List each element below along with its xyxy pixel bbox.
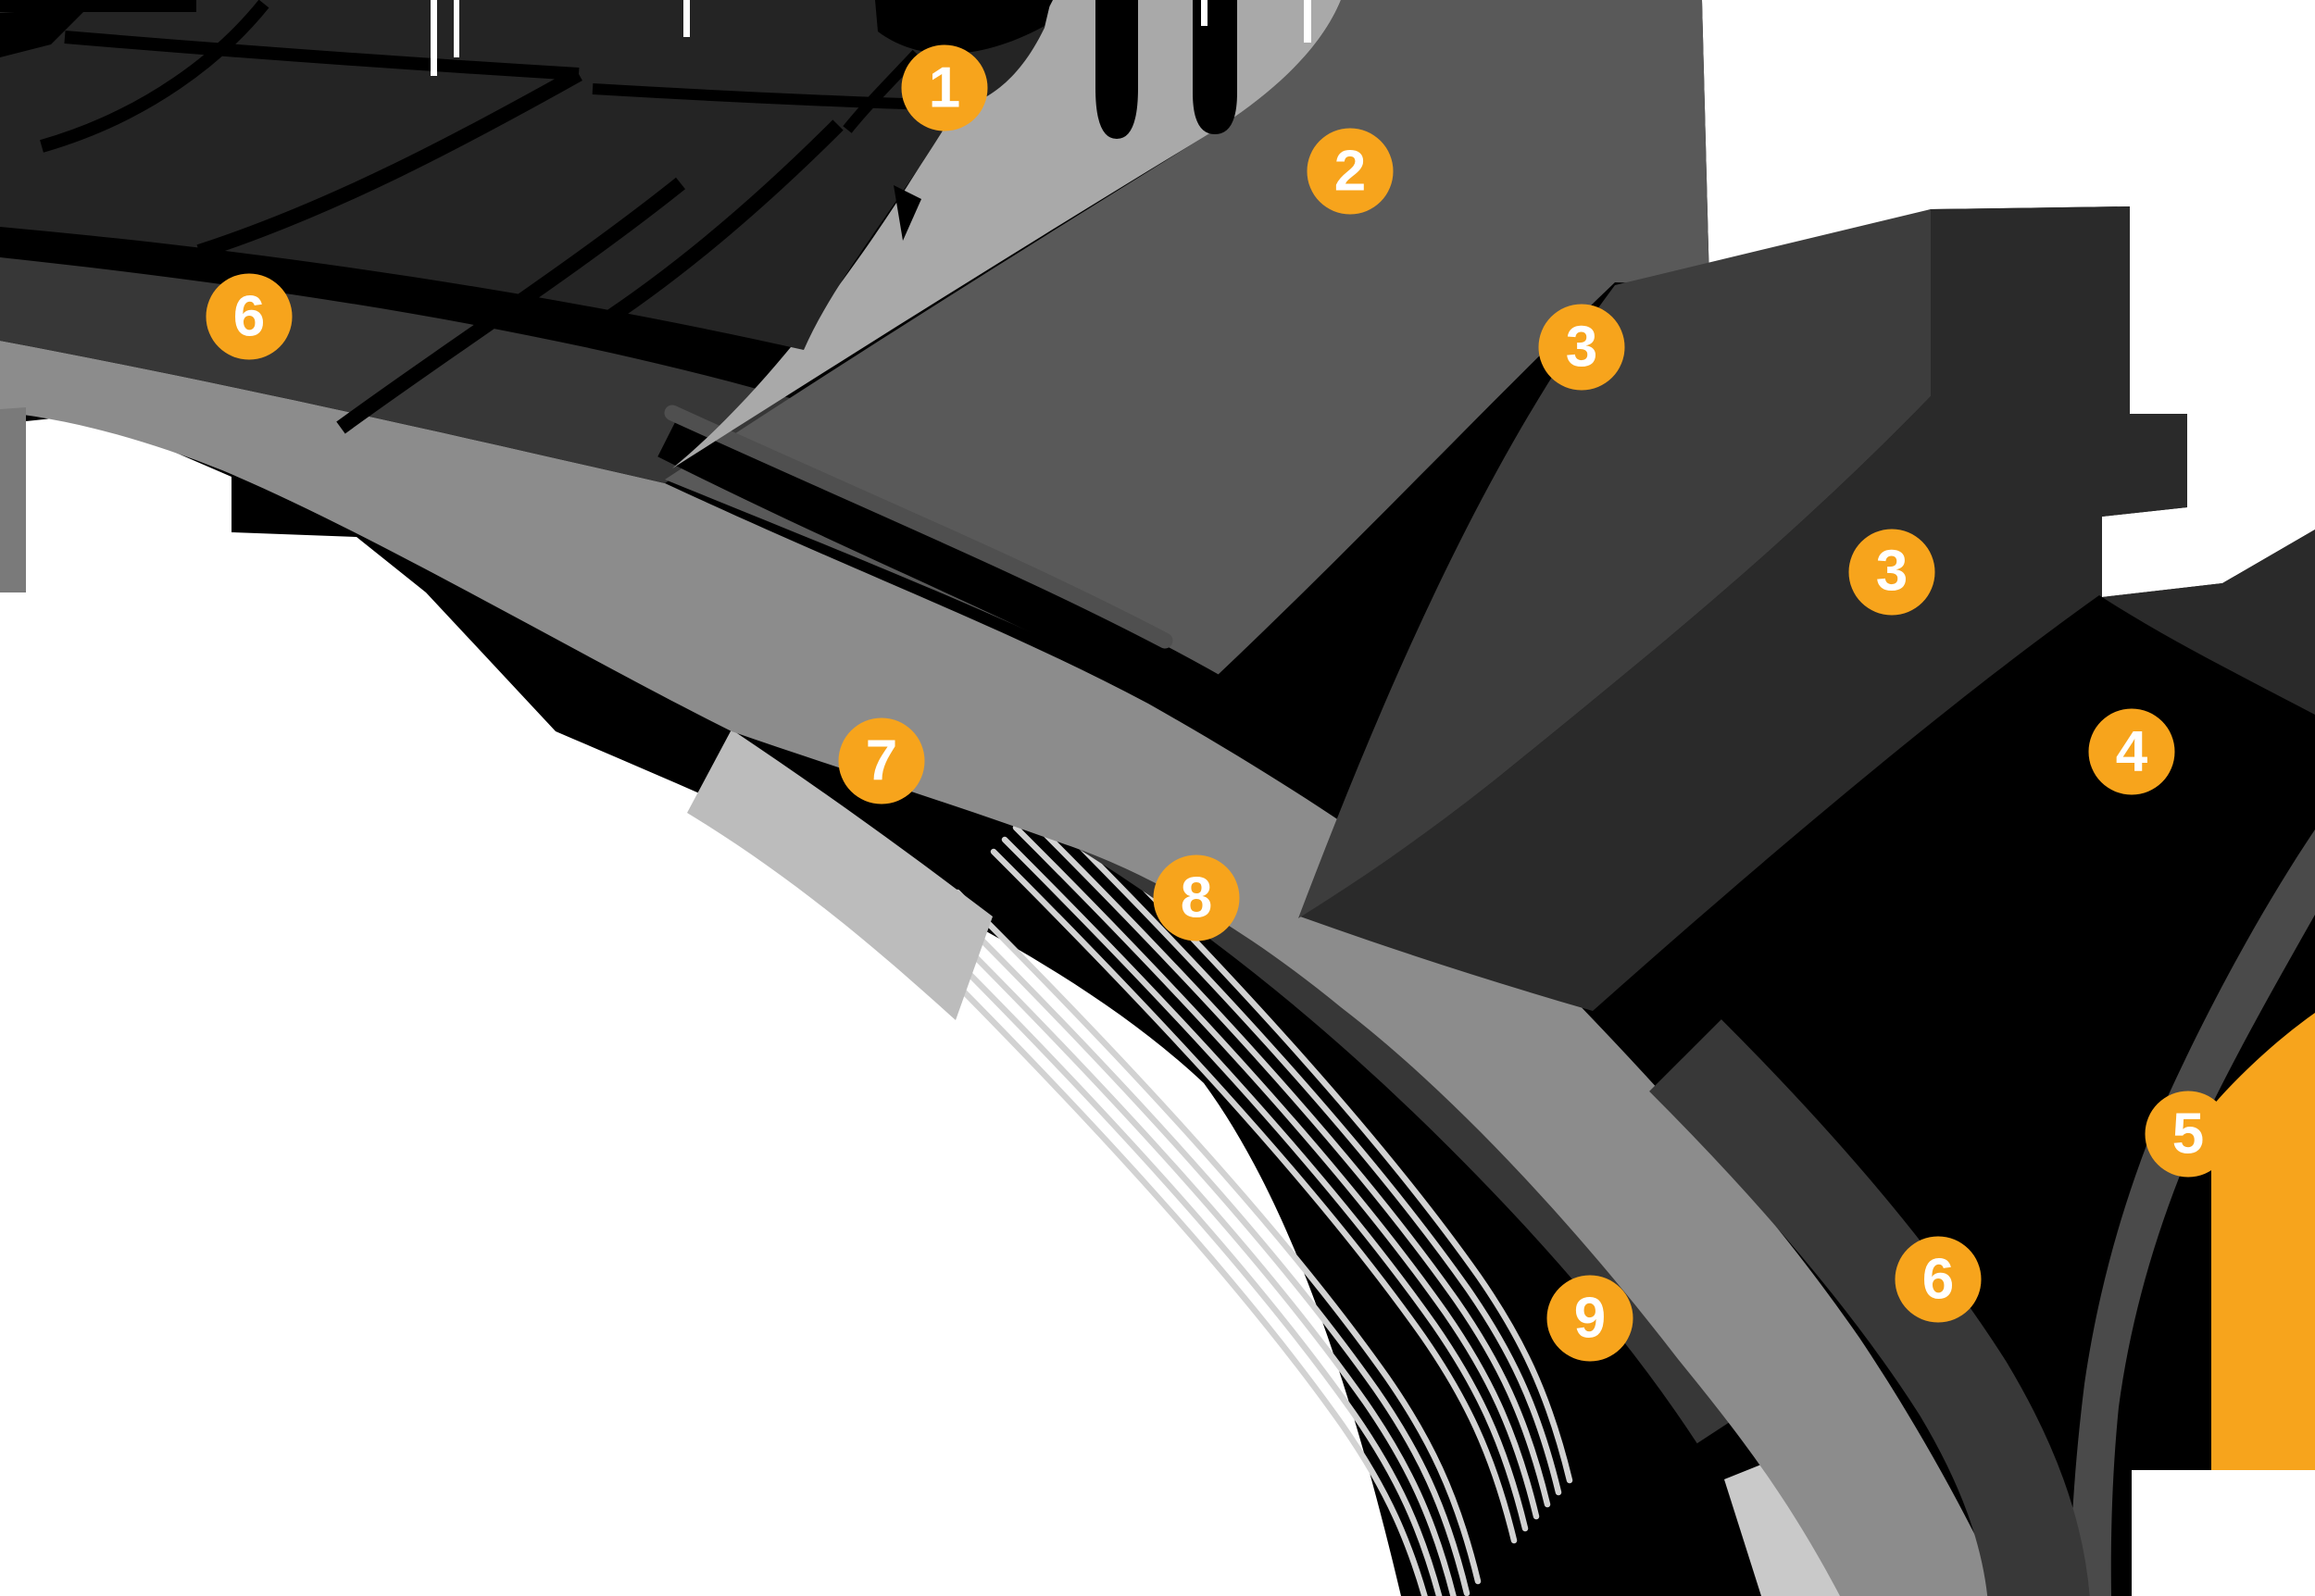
hotspot-marker-number: 5	[2171, 1102, 2205, 1166]
hotspot-marker-number: 3	[1565, 315, 1598, 379]
hotspot-marker-3[interactable]: 3	[1538, 304, 1625, 391]
hotspot-marker-number: 3	[1875, 539, 1908, 604]
cord-ply-stripes-outer	[909, 889, 1482, 1596]
shoulder-wedge	[672, 0, 1341, 468]
hotspot-marker-number: 1	[928, 56, 961, 119]
steel-belt-2-lobe	[2102, 530, 2315, 715]
hotspot-marker-number: 6	[1921, 1247, 1955, 1311]
hotspot-marker-number: 7	[865, 729, 898, 792]
hotspot-marker-number: 2	[1333, 139, 1367, 203]
tread-top-strip	[0, 0, 196, 12]
hotspot-marker-4[interactable]: 4	[2088, 708, 2175, 795]
groove-tooth-2	[1193, 0, 1237, 134]
hotspot-marker-5[interactable]: 5	[2145, 1091, 2232, 1178]
tread-block	[0, 0, 1051, 350]
hotspot-marker-8[interactable]: 8	[1153, 854, 1240, 941]
bead-filler	[2211, 1013, 2315, 1470]
tread-edge-groove	[875, 0, 1051, 55]
chafer-patch	[687, 729, 993, 1020]
bead-band	[2070, 829, 2315, 1596]
steel-belt-2	[1300, 206, 2187, 1011]
groove-tooth-1	[1095, 0, 1138, 139]
rim-strip-sliver	[0, 407, 26, 592]
hotspot-marker-7[interactable]: 7	[838, 717, 925, 804]
hotspot-marker-number: 9	[1573, 1286, 1607, 1350]
hotspot-marker-number: 6	[232, 284, 266, 348]
hotspot-marker-2[interactable]: 2	[1307, 128, 1394, 215]
hotspot-marker-3b[interactable]: 3	[1848, 529, 1935, 616]
hotspot-marker-6b[interactable]: 6	[1895, 1236, 1982, 1323]
inner-liner-band	[0, 341, 2005, 1596]
sidewall-band-left	[0, 257, 796, 483]
hotspot-marker-number: 8	[1180, 866, 1213, 929]
shoulder-notch	[894, 185, 921, 241]
tread-corner-groove	[0, 7, 88, 57]
layer-cut-edge	[664, 405, 1173, 649]
hotspot-marker-9[interactable]: 9	[1546, 1275, 1633, 1362]
layer-cut-groove	[657, 413, 1237, 727]
hotspot-marker-6[interactable]: 6	[206, 273, 293, 360]
hotspot-marker-number: 4	[2115, 719, 2148, 783]
steel-belt-1	[1298, 209, 1931, 918]
groove-slits	[431, 0, 1311, 76]
sidewall-band-right	[1649, 1019, 2090, 1596]
hotspot-marker-1[interactable]: 1	[901, 44, 988, 131]
